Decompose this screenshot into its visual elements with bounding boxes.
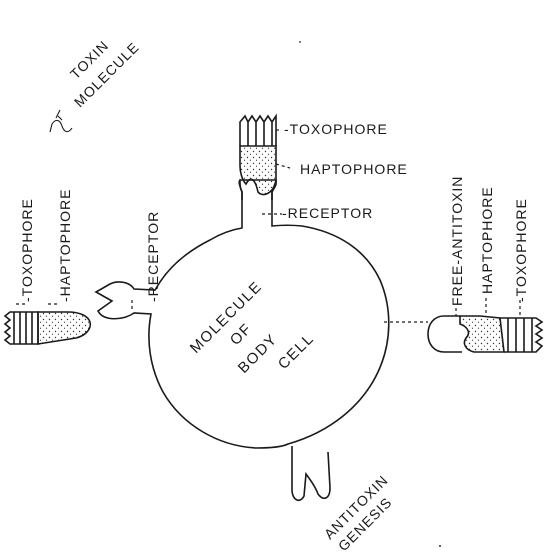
label-right-haptophore: HAPTOPHORE (479, 186, 495, 294)
left-haptophore-shape (37, 311, 92, 345)
label-top-toxophore: -TOXOPHORE (284, 121, 388, 137)
speck (438, 544, 442, 548)
label-right-free-antitoxin: FREE-ANTITOXIN (449, 176, 465, 306)
label-top-haptophore: HAPTOPHORE (300, 161, 408, 177)
right-free-antitoxin-shape (427, 315, 462, 353)
right-toxophore-shape (500, 317, 544, 353)
top-haptophore-shape (239, 145, 277, 196)
top-haptophore-leader (275, 163, 291, 169)
top-toxophore-shape (239, 113, 277, 146)
label-left-haptophore: -HAPTOPHORE (57, 189, 73, 302)
speck (299, 41, 301, 43)
label-right-toxophore: -TOXOPHORE (513, 198, 529, 302)
left-toxophore-shape (3, 311, 39, 345)
bottom-antitoxin-genesis-shape (291, 446, 331, 502)
right-haptophore-shape (459, 315, 505, 353)
label-top-receptor: -RECEPTOR (282, 205, 373, 221)
label-cell-cell: CELL (275, 330, 318, 373)
label-left-receptor: -RECEPTOR (145, 211, 161, 302)
body-cell-molecule (94, 179, 390, 449)
toxin-molecule-icon (49, 109, 73, 133)
label-left-toxophore: -TOXOPHORE (19, 198, 35, 302)
